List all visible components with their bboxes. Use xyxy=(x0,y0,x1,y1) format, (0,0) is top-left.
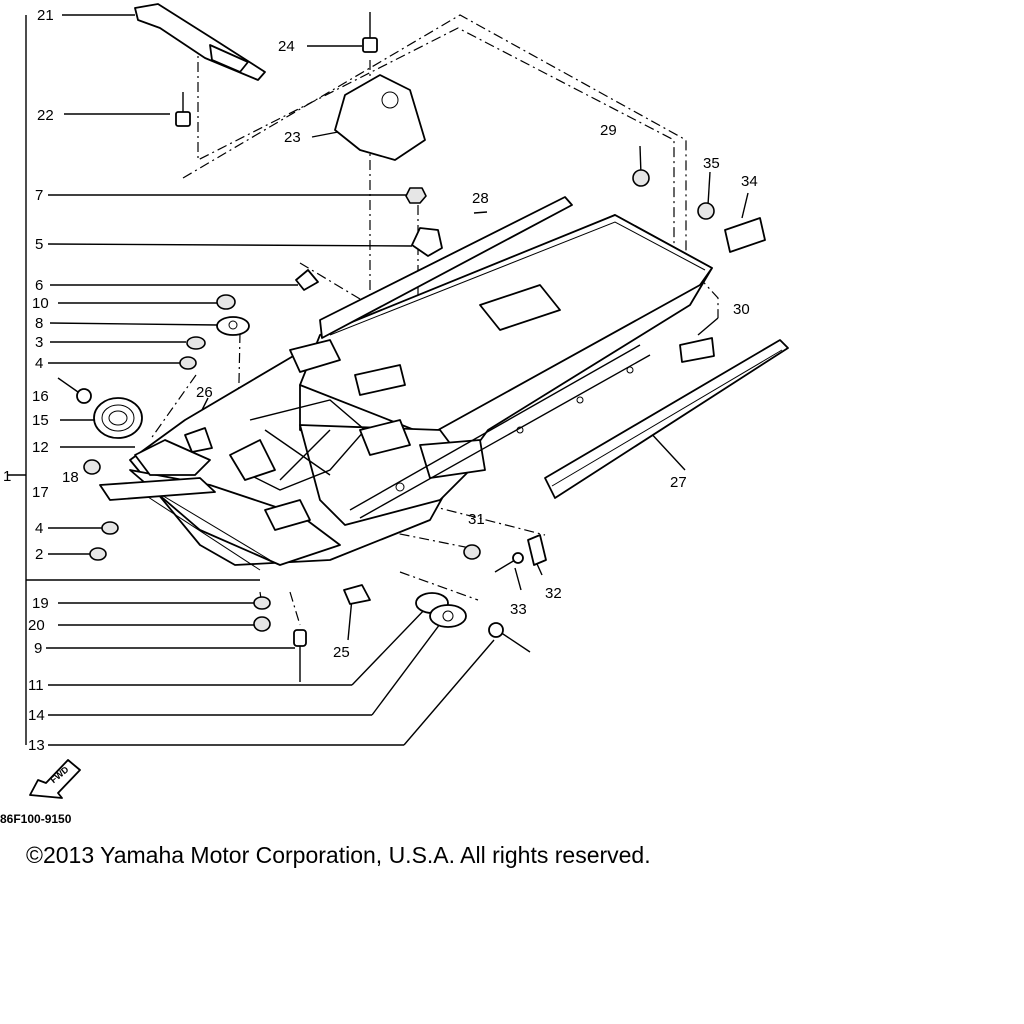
label-4b: 4 xyxy=(35,520,43,537)
label-6: 6 xyxy=(35,277,43,294)
label-4a: 4 xyxy=(35,355,43,372)
label-23: 23 xyxy=(284,129,301,146)
label-31: 31 xyxy=(468,511,485,528)
part-30-pad xyxy=(679,337,715,363)
label-5: 5 xyxy=(35,236,43,253)
part-29-cap xyxy=(632,169,650,187)
label-16: 16 xyxy=(32,388,49,405)
part-4b-washer xyxy=(101,521,119,535)
label-29: 29 xyxy=(600,122,617,139)
part-34-reflector xyxy=(724,217,766,253)
part-28-rail xyxy=(319,196,573,339)
part-8-plate xyxy=(216,316,250,336)
label-18: 18 xyxy=(62,469,79,486)
part-21-bracket xyxy=(134,3,266,81)
part-18-cap xyxy=(83,459,101,475)
label-7: 7 xyxy=(35,187,43,204)
label-12: 12 xyxy=(32,439,49,456)
part-15-boot xyxy=(93,397,143,439)
label-34: 34 xyxy=(741,173,758,190)
callout-bracket xyxy=(8,15,260,745)
label-21: 21 xyxy=(37,7,54,24)
label-22: 22 xyxy=(37,107,54,124)
label-8: 8 xyxy=(35,315,43,332)
part-2-washer xyxy=(89,547,107,561)
label-32: 32 xyxy=(545,585,562,602)
fwd-arrow-icon xyxy=(29,759,81,799)
label-17: 17 xyxy=(32,484,49,501)
copyright-notice: ©2013 Yamaha Motor Corporation, U.S.A. A… xyxy=(26,842,651,868)
leader-lines xyxy=(46,14,749,746)
label-14: 14 xyxy=(28,707,45,724)
label-33: 33 xyxy=(510,601,527,618)
chassis-frame xyxy=(129,214,713,571)
part-25-clip xyxy=(343,584,371,605)
parts xyxy=(29,3,789,799)
part-4-washer xyxy=(179,356,197,370)
part-7-nut xyxy=(405,187,427,204)
label-11: 11 xyxy=(28,677,44,694)
part-6-clip xyxy=(295,269,319,291)
label-10: 10 xyxy=(32,295,49,312)
part-26-clip xyxy=(184,427,213,453)
part-9-pin xyxy=(293,629,307,647)
label-20: 20 xyxy=(28,617,45,634)
part-12-arm xyxy=(134,439,211,476)
part-31-cap xyxy=(463,544,481,560)
part-19-nut xyxy=(253,596,271,610)
part-32-clip xyxy=(527,534,547,566)
part-16-bolt xyxy=(76,388,92,404)
label-19: 19 xyxy=(32,595,49,612)
callout-labels: 21 22 24 23 7 5 6 10 8 3 4 16 15 12 1 18… xyxy=(3,7,758,785)
label-1: 1 xyxy=(3,468,11,485)
part-3-washer xyxy=(186,336,206,350)
part-22-bolt xyxy=(175,111,191,127)
label-30: 30 xyxy=(733,301,750,318)
part-20-nut xyxy=(253,616,271,632)
part-17-arm xyxy=(99,477,216,501)
label-28: 28 xyxy=(472,190,489,207)
label-3: 3 xyxy=(35,334,43,351)
part-14-plate xyxy=(429,604,467,628)
part-24-bolt xyxy=(362,37,378,53)
label-35: 35 xyxy=(703,155,720,172)
label-26: 26 xyxy=(196,384,213,401)
label-15: 15 xyxy=(32,412,49,429)
label-27: 27 xyxy=(670,474,687,491)
label-25: 25 xyxy=(333,644,350,661)
label-24: 24 xyxy=(278,38,295,55)
part-23-mount xyxy=(334,74,426,161)
part-35-nut xyxy=(697,202,715,220)
part-27-slide xyxy=(544,339,789,499)
label-2: 2 xyxy=(35,546,43,563)
diagram-code: 86F100-9150 xyxy=(0,812,72,826)
label-13: 13 xyxy=(28,737,45,754)
part-10-bushing xyxy=(216,294,236,310)
part-13-bolt xyxy=(488,622,504,638)
part-33-screw xyxy=(512,552,524,564)
part-5-bracket xyxy=(411,227,443,257)
label-9: 9 xyxy=(34,640,42,657)
